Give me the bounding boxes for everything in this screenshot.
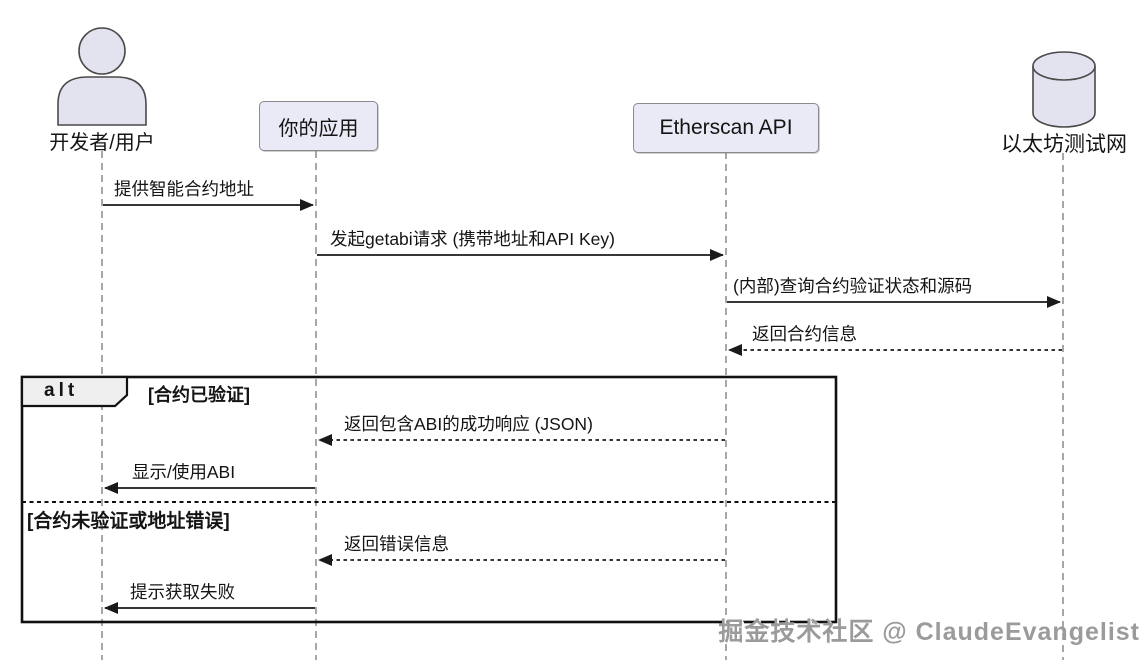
alt-operator-label: alt — [44, 380, 79, 401]
message-label-1: 提供智能合约地址 — [114, 179, 254, 199]
watermark: 掘金技术社区 @ ClaudeEvangelist — [718, 618, 1140, 646]
participant-label-etherscan: Etherscan API — [659, 116, 793, 139]
message-label-7: 返回错误信息 — [344, 534, 449, 554]
participant-box-etherscan: Etherscan API — [633, 103, 819, 153]
message-label-6: 显示/使用ABI — [132, 462, 236, 482]
alt-frame — [20, 375, 838, 624]
participant-box-app: 你的应用 — [259, 101, 378, 151]
message-label-5: 返回包含ABI的成功响应 (JSON) — [344, 414, 593, 434]
message-label-4: 返回合约信息 — [752, 324, 857, 344]
person-actor-icon — [57, 27, 147, 126]
participant-label-app: 你的应用 — [278, 117, 359, 140]
message-label-3: (内部)查询合约验证状态和源码 — [733, 276, 973, 296]
message-label-2: 发起getabi请求 (携带地址和API Key) — [330, 229, 615, 249]
alt-guard-unverified: [合约未验证或地址错误] — [27, 511, 230, 532]
participant-label-testnet: 以太坊测试网 — [1001, 133, 1127, 156]
alt-guard-verified: [合约已验证] — [148, 385, 250, 405]
participant-label-developer: 开发者/用户 — [49, 132, 155, 154]
alt-operator-tab — [20, 375, 129, 408]
message-label-8: 提示获取失败 — [130, 582, 235, 602]
database-cylinder-icon — [1032, 51, 1096, 128]
